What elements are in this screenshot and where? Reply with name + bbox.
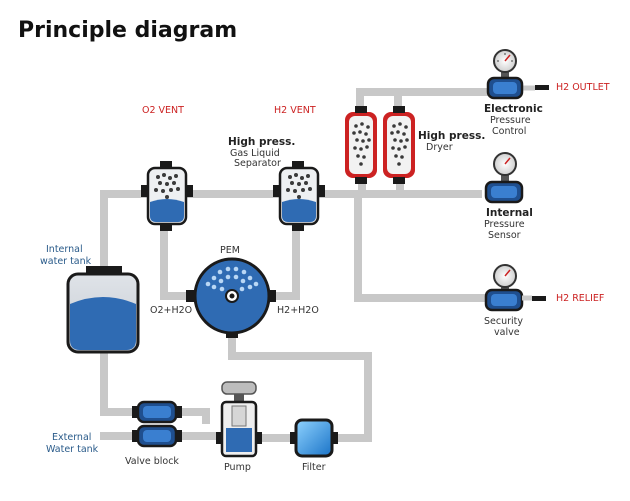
h2-relief-marker bbox=[532, 296, 546, 301]
dryer-title: High press. bbox=[418, 130, 485, 142]
pump-label: Pump bbox=[224, 462, 251, 473]
epc-desc-2: Control bbox=[492, 126, 526, 137]
o2-separator bbox=[141, 161, 193, 231]
security-valve bbox=[484, 264, 524, 312]
h2-h2o-label: H2+H2O bbox=[277, 305, 319, 316]
ips-desc-2: Sensor bbox=[488, 230, 521, 241]
h2-vent-label: H2 VENT bbox=[274, 105, 316, 116]
external-tank-label-1: External bbox=[52, 432, 91, 443]
internal-tank-label-2: water tank bbox=[40, 256, 92, 267]
epc-desc-1: Pressure bbox=[490, 115, 531, 126]
ips-title: Internal bbox=[486, 207, 533, 219]
valve-block-label: Valve block bbox=[125, 456, 179, 467]
epc-title: Electronic bbox=[484, 103, 543, 115]
filter bbox=[290, 418, 338, 458]
external-tank-label-2: Water tank bbox=[46, 444, 99, 455]
pem-stack bbox=[186, 257, 276, 338]
internal-tank-label-1: Internal bbox=[46, 244, 83, 255]
o2-h2o-label: O2+H2O bbox=[150, 305, 192, 316]
h2-separator bbox=[273, 161, 325, 231]
h2-outlet-label: H2 OUTLET bbox=[556, 82, 610, 93]
page-title: Principle diagram bbox=[18, 18, 237, 43]
h2-outlet-marker bbox=[535, 85, 549, 90]
dryer-left bbox=[345, 106, 377, 184]
dryer-desc: Dryer bbox=[426, 142, 453, 153]
pump bbox=[216, 381, 262, 458]
separator-title: High press. bbox=[228, 136, 295, 148]
internal-water-tank bbox=[66, 266, 140, 354]
sv-desc-1: Security bbox=[484, 316, 523, 327]
o2-vent-line: O2 VENT bbox=[142, 105, 184, 116]
ips-desc-1: Pressure bbox=[484, 219, 525, 230]
filter-label: Filter bbox=[302, 462, 326, 473]
o2-vent-label: O2 VENT bbox=[142, 105, 184, 116]
h2-relief-label: H2 RELIEF bbox=[556, 293, 604, 304]
separator-desc-2: Separator bbox=[234, 158, 281, 169]
electronic-pressure-control bbox=[486, 49, 524, 100]
internal-pressure-sensor bbox=[484, 152, 524, 204]
sv-desc-2: valve bbox=[494, 327, 520, 338]
valve-block bbox=[132, 400, 182, 448]
pem-label: PEM bbox=[220, 245, 240, 256]
separator-desc-1: Gas Liquid bbox=[230, 148, 280, 159]
dryer-right bbox=[383, 106, 415, 184]
